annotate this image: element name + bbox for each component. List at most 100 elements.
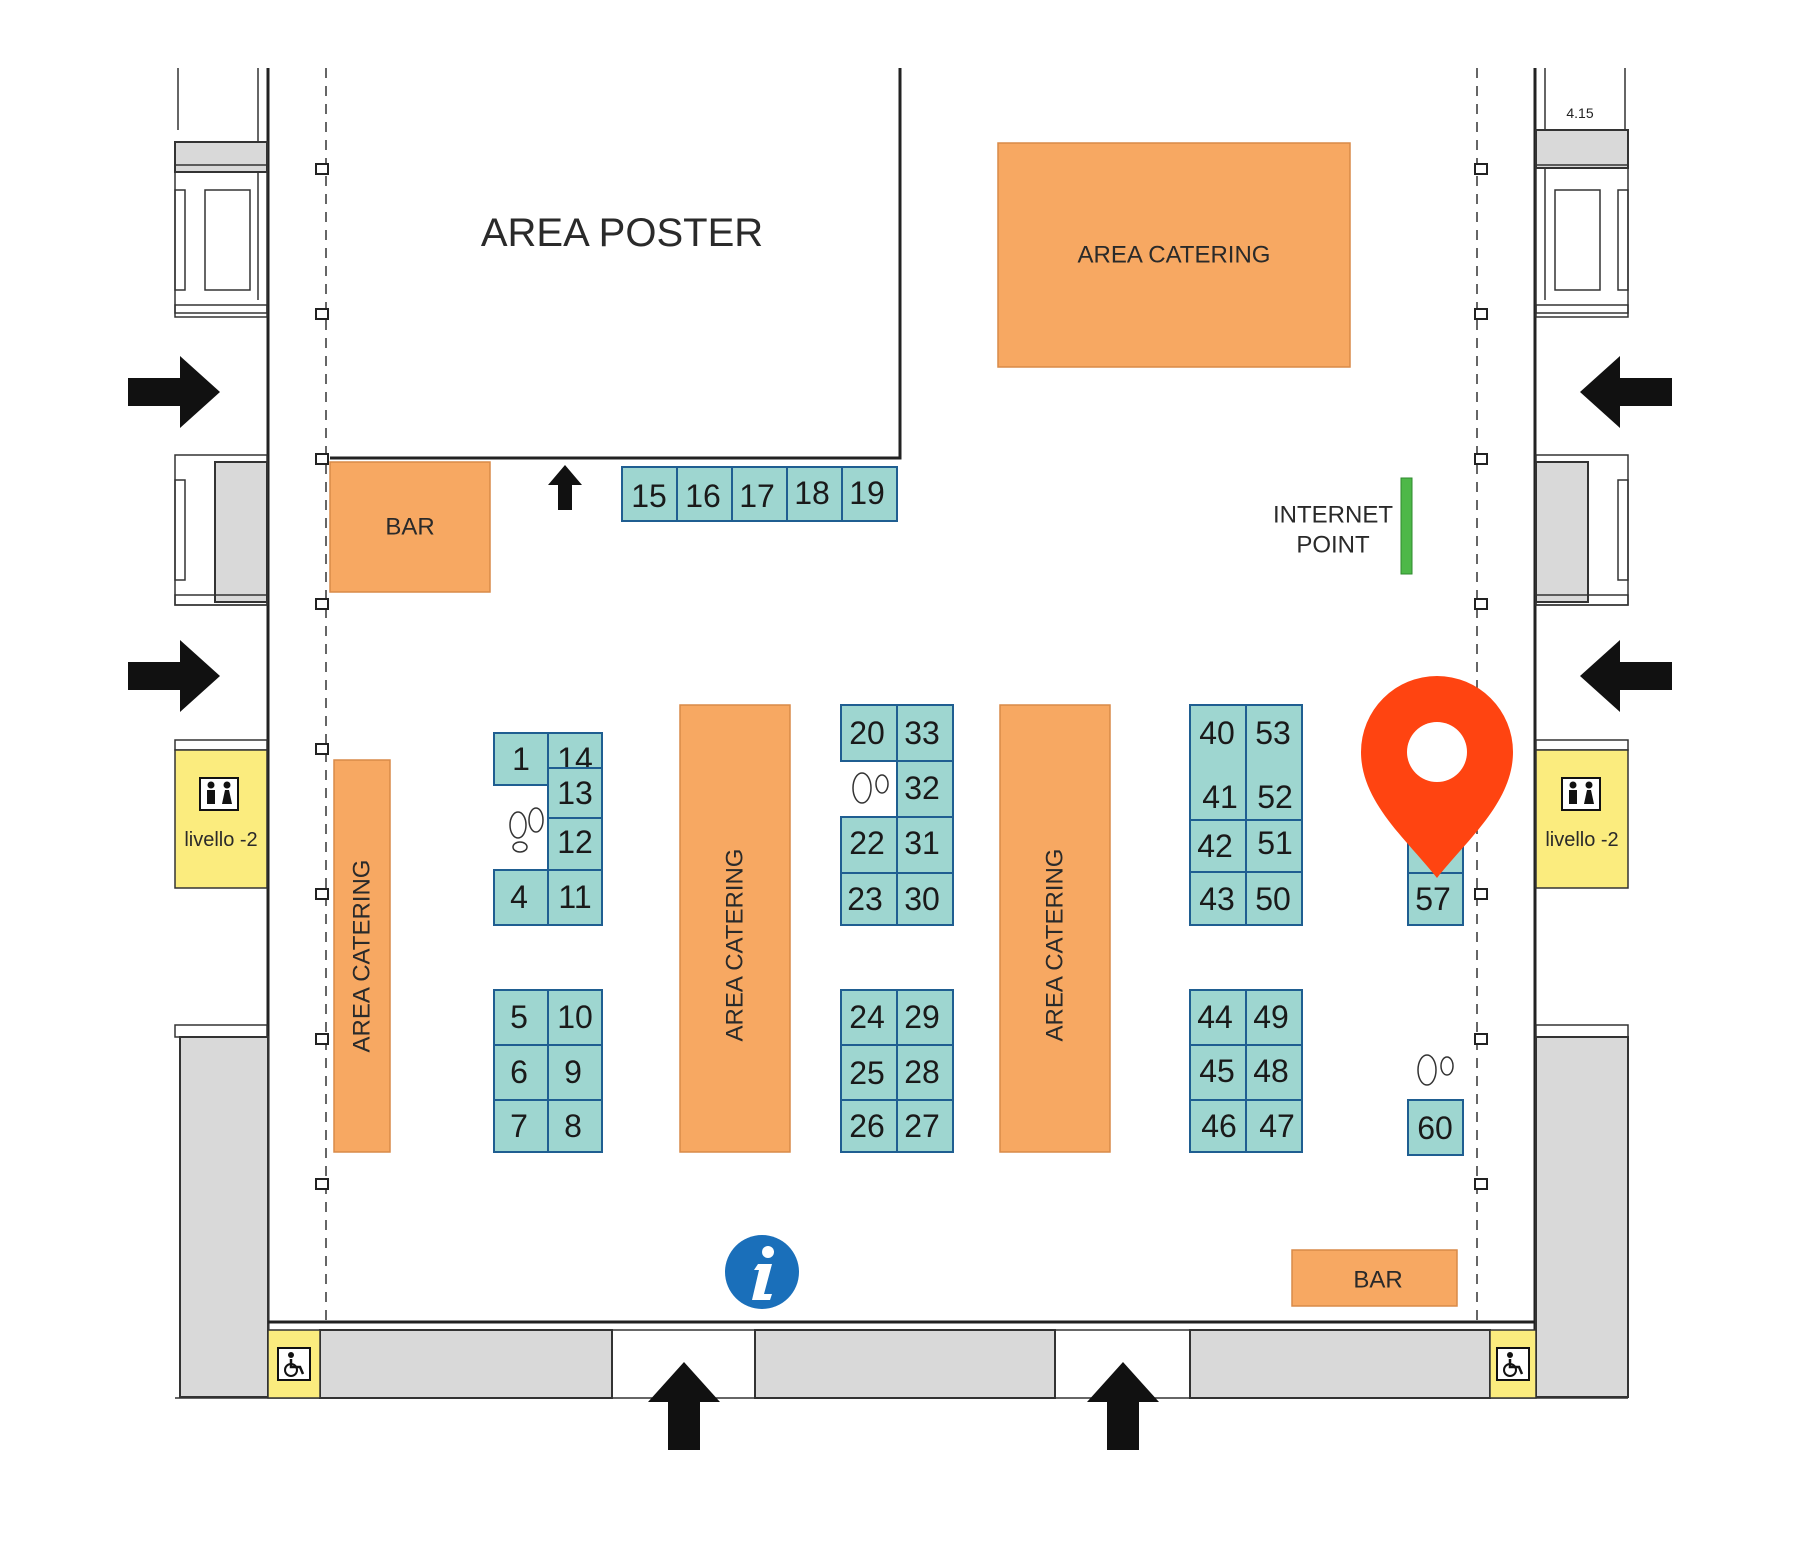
poster-entrance-arrow-icon (548, 465, 582, 510)
booth-31[interactable]: 31 (896, 816, 954, 874)
booth-13-label: 13 (557, 775, 593, 811)
booth-29-label: 29 (904, 999, 940, 1035)
booth-42[interactable]: 42 (1189, 819, 1247, 873)
booth-33[interactable]: 33 (896, 704, 954, 762)
booth-27[interactable]: 27 (896, 1099, 954, 1153)
booth-23-label: 23 (847, 881, 883, 917)
booth-group-40-53: 40 53 41 52 42 51 43 50 (1189, 704, 1303, 926)
booth-28[interactable]: 28 (896, 1044, 954, 1101)
restroom-right-label: livello -2 (1545, 829, 1618, 851)
booth-12[interactable]: 12 (547, 817, 603, 871)
bar-bottom[interactable]: BAR (1291, 1249, 1458, 1307)
booth-32[interactable]: 32 (896, 760, 954, 818)
booth-20-label: 20 (849, 715, 885, 751)
booth-5-label: 5 (510, 999, 528, 1035)
booth-60-label: 60 (1417, 1110, 1453, 1146)
booth-20[interactable]: 20 (840, 704, 898, 762)
internet-point-label-line2: POINT (1296, 532, 1370, 559)
booth-46[interactable]: 46 (1189, 1099, 1247, 1153)
booth-group-1-14: 1 4 14 13 12 11 (493, 732, 603, 926)
bottom-corridor (175, 1320, 1628, 1399)
wheelchair-left[interactable] (267, 1329, 321, 1399)
info-icon[interactable] (725, 1235, 799, 1309)
booth-8[interactable]: 8 (547, 1099, 603, 1153)
area-catering-left[interactable]: AREA CATERING (333, 759, 391, 1153)
booth-51[interactable]: 51 (1245, 819, 1303, 873)
booth-9[interactable]: 9 (547, 1044, 603, 1101)
booth-53-label: 53 (1255, 715, 1291, 751)
booth-45[interactable]: 45 (1189, 1044, 1247, 1101)
booth-47-label: 47 (1259, 1108, 1295, 1144)
booth-15[interactable]: 15 (621, 466, 678, 522)
entrance-arrow-icon (648, 1362, 720, 1450)
booth-13[interactable]: 13 (547, 767, 603, 821)
booth-40-label: 40 (1199, 715, 1235, 751)
restroom-right[interactable]: livello -2 (1535, 749, 1629, 889)
booth-57-label: 57 (1415, 881, 1451, 917)
booth-51-label: 51 (1257, 825, 1293, 861)
booth-43[interactable]: 43 (1189, 871, 1247, 926)
booth-26-label: 26 (849, 1108, 885, 1144)
booth-32-label: 32 (904, 770, 940, 806)
wheelchair-icon (1496, 1347, 1530, 1381)
booth-7-label: 7 (510, 1108, 528, 1144)
entrance-arrow-icon (128, 356, 220, 428)
bar-bottom-label: BAR (1353, 1267, 1402, 1294)
booth-60[interactable]: 60 (1407, 1099, 1464, 1156)
footprints-icon (1417, 1054, 1454, 1086)
booth-53[interactable]: 53 (1245, 704, 1303, 821)
booth-57[interactable]: 57 (1407, 872, 1464, 926)
booth-11[interactable]: 11 (547, 869, 603, 926)
booth-5[interactable]: 5 (493, 989, 549, 1046)
booth-10[interactable]: 10 (547, 989, 603, 1046)
bar-top[interactable]: BAR (329, 461, 491, 593)
area-catering-top[interactable]: AREA CATERING (997, 142, 1351, 368)
booth-8-label: 8 (564, 1108, 582, 1144)
booth-11-label: 11 (558, 879, 591, 915)
booth-25[interactable]: 25 (840, 1044, 898, 1101)
entrance-arrow-icon (1580, 640, 1672, 712)
booth-48[interactable]: 48 (1245, 1044, 1303, 1101)
wheelchair-right[interactable] (1489, 1329, 1537, 1399)
booth-16[interactable]: 16 (676, 466, 733, 522)
booth-50[interactable]: 50 (1245, 871, 1303, 926)
booth-22[interactable]: 22 (840, 816, 898, 874)
area-poster[interactable]: AREA POSTER (330, 68, 902, 460)
area-catering-right[interactable]: AREA CATERING (999, 704, 1111, 1153)
booth-49-label: 49 (1253, 999, 1289, 1035)
booth-31-label: 31 (904, 825, 940, 861)
restroom-left-label: livello -2 (184, 829, 257, 851)
booth-1[interactable]: 1 (493, 732, 549, 786)
booth-47[interactable]: 47 (1245, 1099, 1303, 1153)
booth-44[interactable]: 44 (1189, 989, 1247, 1046)
restroom-left[interactable]: livello -2 (174, 749, 268, 889)
booth-7[interactable]: 7 (493, 1099, 549, 1153)
booth-41-label: 41 (1202, 779, 1238, 815)
booth-44-label: 44 (1197, 999, 1233, 1035)
booth-52-label: 52 (1257, 779, 1293, 815)
booth-4-label: 4 (510, 879, 528, 915)
area-catering-center[interactable]: AREA CATERING (679, 704, 791, 1153)
booth-24[interactable]: 24 (840, 989, 898, 1046)
booth-row-15-19: 15 16 17 18 19 (621, 466, 898, 522)
booth-19[interactable]: 19 (841, 466, 898, 522)
booth-30[interactable]: 30 (896, 872, 954, 926)
booth-17[interactable]: 17 (731, 466, 788, 522)
booth-26[interactable]: 26 (840, 1099, 898, 1153)
booth-23[interactable]: 23 (840, 872, 898, 926)
booth-4[interactable]: 4 (493, 869, 549, 926)
internet-point-bar (1400, 477, 1413, 575)
booth-18-label: 18 (794, 475, 830, 511)
booth-49[interactable]: 49 (1245, 989, 1303, 1046)
booth-18[interactable]: 18 (786, 466, 843, 522)
entrance-arrow-icon (128, 640, 220, 712)
internet-point[interactable]: INTERNET POINT (1273, 477, 1413, 575)
booth-29[interactable]: 29 (896, 989, 954, 1046)
booth-17-label: 17 (739, 478, 775, 514)
booth-24-label: 24 (849, 999, 885, 1035)
dimension-label: 4.15 (1566, 105, 1593, 121)
entrance-arrow-icon (1580, 356, 1672, 428)
location-marker-icon[interactable] (1361, 676, 1513, 878)
booth-12-label: 12 (557, 824, 593, 860)
booth-6[interactable]: 6 (493, 1044, 549, 1101)
